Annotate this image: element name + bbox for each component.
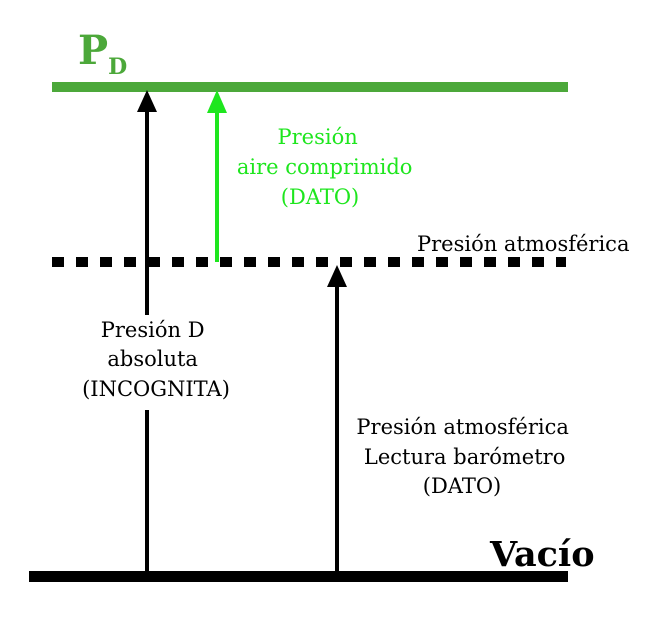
barometer-label-line3: (DATO) [423,474,501,498]
absolute-label-line3: (INCOGNITA) [82,377,230,401]
absolute-label-line1: Presión D [101,318,205,342]
vacuum-label: Vacío [489,534,595,575]
compressed-air-arrow-head [207,90,227,113]
compressed-air-label-line1: Presión [278,125,358,149]
barometer-label: Presión atmosférica Lectura barómetro (D… [356,415,575,498]
absolute-label-line2: absoluta [107,347,198,371]
absolute-arrow-head [137,90,157,112]
atmospheric-line-label: Presión atmosférica [417,232,629,256]
compressed-air-label: Presión aire comprimido (DATO) [237,125,419,209]
compressed-air-label-line3: (DATO) [281,185,359,209]
barometer-label-line1: Presión atmosférica [356,415,568,439]
barometer-arrow-head [327,265,347,287]
barometer-label-line2: Lectura barómetro [364,445,565,469]
vacuum-line [29,571,568,582]
pd-label-sub: D [108,54,127,80]
pd-pressure-line [52,82,568,92]
absolute-label: Presión D absoluta (INCOGNITA) [82,318,230,401]
compressed-air-label-line2: aire comprimido [237,155,413,179]
pd-label: PD [78,27,127,80]
pd-label-main: P [78,27,108,74]
